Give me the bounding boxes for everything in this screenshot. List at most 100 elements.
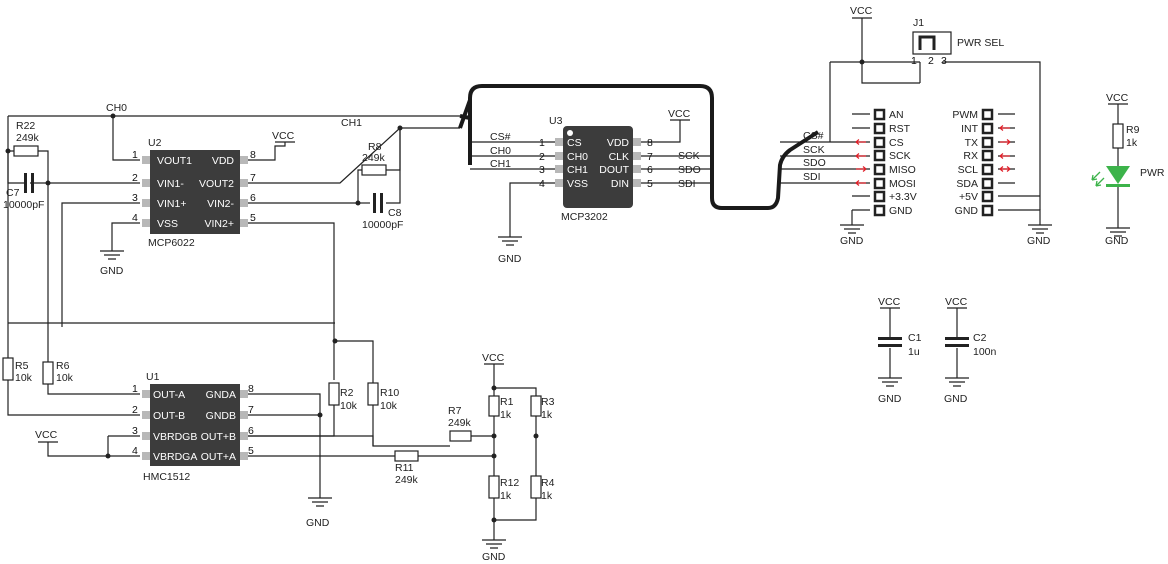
u3-pin-number: 8 — [647, 137, 653, 149]
u3-part: MCP3202 — [561, 211, 608, 223]
r12-ref: R12 — [500, 477, 519, 489]
r22-ref: R22 — [16, 120, 35, 132]
r22-value: 249k — [16, 132, 40, 144]
u2-pin-name: VOUT2 — [199, 178, 234, 190]
u2-pin-name: VIN2- — [207, 198, 234, 210]
j1-pin: 3 — [941, 55, 947, 67]
net-sdi: SDI — [678, 178, 696, 190]
net-labels: CH0 CH1 CS# CH0 CH1 SCK SDO SDI CS# SCK … — [106, 102, 826, 190]
u1-pin-number: 4 — [132, 445, 138, 457]
r6-body — [42, 361, 54, 385]
u2-pin-number: 4 — [132, 212, 138, 224]
u1-pin-name: GNDA — [206, 389, 236, 401]
r10-body — [367, 382, 379, 406]
r9-value: 1k — [1126, 137, 1138, 149]
gnd-label: GND — [100, 265, 124, 277]
r1-ref: R1 — [500, 396, 514, 408]
u3-pin-number: 7 — [647, 151, 653, 163]
hdr-right-label: SDA — [956, 178, 978, 190]
r6-ref: R6 — [56, 360, 70, 372]
r5-ref: R5 — [15, 360, 29, 372]
u2-chip: U2 MCP6022 VOUT1 VIN1- VIN1+ VSS VDD VOU… — [132, 137, 256, 249]
u1-pin-number: 1 — [132, 383, 138, 395]
c2-ref: C2 — [973, 332, 987, 344]
vcc-label: VCC — [668, 108, 691, 120]
r2-ref: R2 — [340, 387, 354, 399]
mikrobus-left-header: AN RST CS SCK MISO MOSI +3.3V GND — [855, 108, 917, 217]
u1-pin-name: OUT+B — [201, 431, 236, 443]
net-sdo: SDO — [678, 164, 701, 176]
r6-value: 10k — [56, 372, 74, 384]
u1-part: HMC1512 — [143, 471, 190, 483]
r3-value: 1k — [541, 409, 553, 421]
hdr-left-label: MISO — [889, 164, 916, 176]
u2-pin-number: 8 — [250, 149, 256, 161]
u3-pin-name: CH0 — [567, 151, 588, 163]
net-ch0: CH0 — [106, 102, 127, 114]
hdr-right-label: RX — [963, 150, 978, 162]
r5-body — [2, 357, 14, 381]
r12-value: 1k — [500, 490, 512, 502]
u3-pin-name: DIN — [611, 178, 629, 190]
u3-pin-number: 4 — [539, 178, 545, 190]
c8-ref: C8 — [388, 207, 402, 219]
u1-pin-name: VBRDGA — [153, 451, 197, 463]
r8-body — [361, 164, 387, 176]
r2-body — [328, 382, 340, 406]
hdr-left-label: MOSI — [889, 178, 916, 190]
u3-ref: U3 — [549, 115, 563, 127]
u2-pin-name: VIN2+ — [205, 218, 234, 230]
r3-body — [530, 395, 542, 417]
u2-ref: U2 — [148, 137, 162, 149]
net-cs-hdr: CS# — [803, 130, 824, 142]
r1-value: 1k — [500, 409, 512, 421]
u3-pin-number: 1 — [539, 137, 545, 149]
u3-pin-number: 3 — [539, 164, 545, 176]
u3-pin-name: CH1 — [567, 164, 588, 176]
u2-pin-number: 7 — [250, 172, 256, 184]
gnd-label: GND — [878, 393, 902, 405]
u1-pin-number: 5 — [248, 445, 254, 457]
u2-pin-number: 1 — [132, 149, 138, 161]
u2-pin-name: VOUT1 — [157, 155, 192, 167]
u1-pin-number: 7 — [248, 404, 254, 416]
u3-pin-name: DOUT — [599, 164, 629, 176]
r7-value: 249k — [448, 417, 472, 429]
u1-pin-number: 2 — [132, 404, 138, 416]
r8-ref: R8 — [368, 141, 382, 153]
hdr-right-label: GND — [955, 205, 979, 217]
r3-ref: R3 — [541, 396, 555, 408]
net-cs: CS# — [490, 131, 511, 143]
u3-pin-name: VSS — [567, 178, 588, 190]
gnd-label: GND — [482, 551, 506, 563]
vcc-label: VCC — [272, 130, 295, 142]
u1-pin-name: OUT-B — [153, 410, 185, 422]
gnd-label: GND — [1027, 235, 1051, 247]
gnd-label: GND — [306, 517, 330, 529]
net-sck: SCK — [678, 150, 700, 162]
r8-value: 249k — [362, 152, 386, 164]
hdr-left-label: GND — [889, 205, 913, 217]
net-ch1-adc: CH1 — [490, 158, 511, 170]
u2-pin-number: 5 — [250, 212, 256, 224]
vcc-label: VCC — [35, 429, 58, 441]
c2-value: 100n — [973, 346, 997, 358]
u1-ref: U1 — [146, 371, 160, 383]
u1-pin-number: 6 — [248, 425, 254, 437]
hdr-right-label: SCL — [958, 164, 979, 176]
u2-pin-number: 3 — [132, 192, 138, 204]
c8-value: 10000pF — [362, 219, 403, 231]
net-ch1: CH1 — [341, 117, 362, 129]
u2-pin-name: VDD — [212, 155, 235, 167]
j1-label: PWR SEL — [957, 37, 1004, 49]
j1-pin: 2 — [928, 55, 934, 67]
gnd-label: GND — [498, 253, 522, 265]
u3-pin-name: CLK — [609, 151, 629, 163]
j1-ref: J1 — [913, 17, 924, 29]
r7-body — [449, 430, 472, 442]
r22-body — [13, 145, 39, 157]
hdr-left-label: CS — [889, 137, 904, 149]
vcc-label: VCC — [878, 296, 901, 308]
net-sdi-hdr: SDI — [803, 171, 821, 183]
